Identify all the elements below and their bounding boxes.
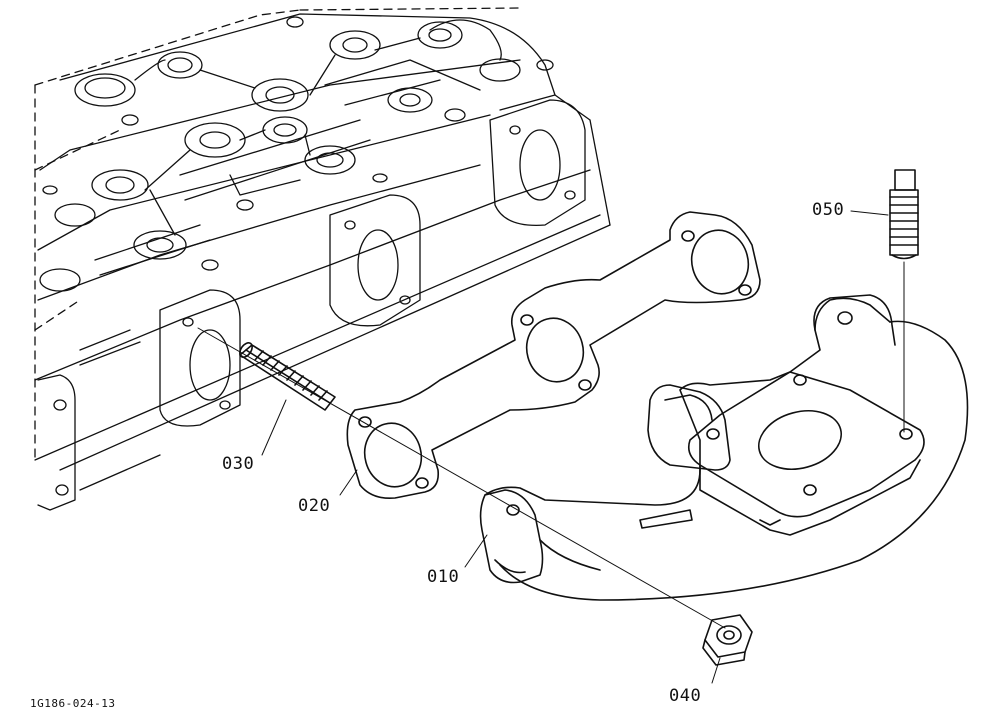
gasket-020: [346, 211, 761, 500]
callout-030: 030: [222, 454, 255, 474]
callout-050: 050: [812, 200, 845, 220]
leader-lines: [261, 210, 889, 684]
head-exhaust-port-3: [489, 99, 586, 226]
callout-020: 020: [298, 496, 331, 516]
head-exhaust-port-1: [159, 289, 241, 427]
callout-040: 040: [669, 686, 702, 706]
nut-040: [702, 614, 753, 666]
stud-bolt-030: [239, 342, 336, 411]
assembly-center-lines: [197, 261, 905, 629]
callout-010: 010: [427, 567, 460, 587]
head-exhaust-port-2: [329, 194, 421, 327]
cylinder-head: [34, 7, 611, 511]
stud-bolt-050: [889, 169, 919, 260]
exhaust-manifold-010: [479, 294, 969, 601]
figure-id: 1G186-024-13: [30, 697, 116, 710]
